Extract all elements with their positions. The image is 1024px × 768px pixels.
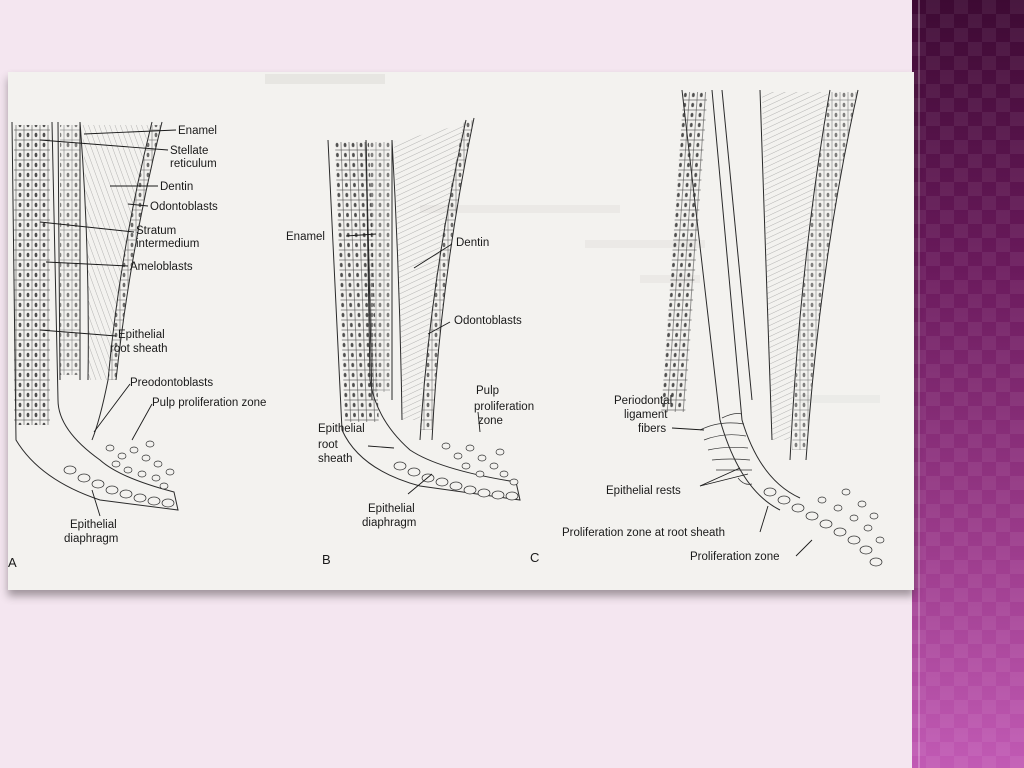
label-pulp-zone-b-2: proliferation: [474, 401, 534, 413]
label-stellate-a-2: reticulum: [170, 158, 217, 170]
label-enamel-a: Enamel: [178, 125, 217, 137]
label-pulp-zone-a: Pulp proliferation zone: [152, 397, 266, 409]
label-root-sheath-b-2: root: [318, 439, 339, 451]
label-diaphragm-b-1: Epithelial: [368, 503, 415, 515]
decorative-side-band: [912, 0, 1024, 768]
label-root-sheath-b-1: Epithelial: [318, 423, 365, 435]
label-root-sheath-b-3: sheath: [318, 453, 353, 465]
label-diaphragm-b-2: diaphragm: [362, 517, 416, 529]
label-rests-c: Epithelial rests: [606, 485, 681, 497]
label-odontoblasts-a: Odontoblasts: [150, 201, 218, 213]
label-stratum-a-1: Stratum: [136, 225, 176, 237]
panel-c-labels: Periodontal ligament fibers Epithelial r…: [530, 395, 780, 565]
label-dentin-a: Dentin: [160, 181, 193, 193]
label-ameloblasts-a: Ameloblasts: [130, 261, 193, 273]
label-root-sheath-a-1: Epithelial: [118, 329, 165, 341]
label-odontoblasts-b: Odontoblasts: [454, 315, 522, 327]
label-enamel-b: Enamel: [286, 231, 325, 243]
label-pulp-zone-b-3: zone: [478, 415, 503, 427]
label-pdl-c-1: Periodontal: [614, 395, 672, 407]
label-pdl-c-2: ligament: [624, 409, 668, 421]
label-pdl-c-3: fibers: [638, 423, 666, 435]
panel-letter-b: B: [322, 552, 331, 567]
label-preodontoblasts-a: Preodontoblasts: [130, 377, 213, 389]
panel-b-leaders: [345, 233, 481, 495]
label-prolif-root-c: Proliferation zone at root sheath: [562, 527, 725, 539]
ghost-page-show-through: [265, 74, 880, 403]
panel-c-leaders: [671, 427, 813, 557]
panel-a-labels: Enamel Stellate reticulum Dentin Odontob…: [8, 125, 266, 570]
label-pulp-zone-b-1: Pulp: [476, 385, 499, 397]
panel-c-drawing: [661, 89, 885, 567]
panel-b-labels: Enamel Dentin Odontoblasts Pulp prolifer…: [286, 231, 534, 567]
label-stellate-a-1: Stellate: [170, 145, 208, 157]
label-diaphragm-a-2: diaphragm: [64, 533, 118, 545]
panel-a-leaders: [39, 129, 177, 517]
panel-letter-a: A: [8, 555, 17, 570]
label-dentin-b: Dentin: [456, 237, 489, 249]
label-stratum-a-2: intermedium: [136, 238, 199, 250]
panel-b-drawing: [327, 117, 521, 501]
panel-a-drawing: [11, 121, 179, 511]
label-diaphragm-a-1: Epithelial: [70, 519, 117, 531]
label-prolif-c: Proliferation zone: [690, 551, 780, 563]
label-root-sheath-a-2: root sheath: [110, 343, 168, 355]
panel-letter-c: C: [530, 550, 539, 565]
